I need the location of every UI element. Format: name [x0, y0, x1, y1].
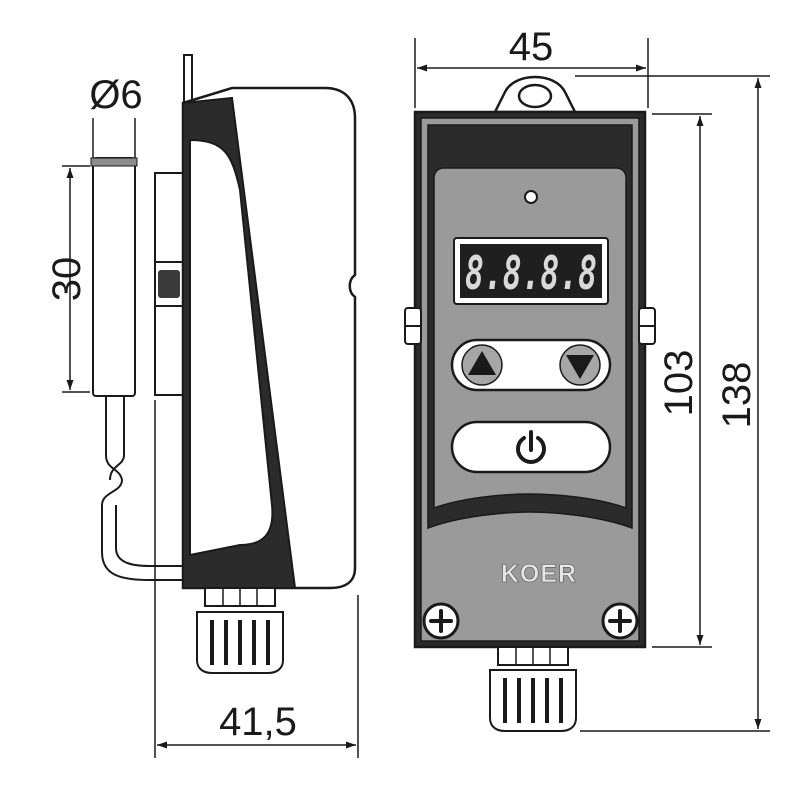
- side-clip-left: [404, 307, 422, 345]
- side-cable-gland: [196, 587, 284, 674]
- up-arrow-icon: [468, 351, 496, 375]
- front-height-inner-label: 103: [657, 350, 701, 417]
- side-depth-label: 41,5: [219, 700, 297, 744]
- probe-cable: [101, 396, 190, 581]
- status-led: [524, 190, 538, 204]
- probe-tip: [90, 157, 138, 167]
- down-button[interactable]: [559, 344, 601, 386]
- side-view: [154, 54, 357, 674]
- front-width-dimension: 45: [414, 25, 649, 108]
- probe-diameter-dimension: Ø6: [89, 73, 143, 158]
- front-height-total-label: 138: [715, 362, 759, 429]
- probe-body: [92, 157, 136, 397]
- screw-icon: [429, 609, 453, 633]
- antenna-pin: [183, 54, 193, 104]
- brand-label: KOER: [501, 560, 577, 588]
- side-depth-dimension: 41,5: [154, 400, 359, 758]
- front-height-total-dimension: 138: [575, 75, 770, 732]
- probe-length-dimension: 30: [45, 165, 90, 393]
- up-button[interactable]: [461, 344, 503, 386]
- temperature-probe: [90, 157, 190, 581]
- front-cable-gland: [489, 646, 577, 732]
- down-arrow-icon: [566, 355, 594, 379]
- front-height-inner-dimension: 103: [652, 113, 712, 648]
- probe-length-label: 30: [45, 257, 89, 302]
- screw-icon: [608, 609, 632, 633]
- display-digits: 8.8.8.8: [465, 246, 597, 300]
- side-clip-right: [638, 307, 656, 345]
- diameter-label: Ø6: [89, 73, 142, 117]
- front-width-label: 45: [509, 25, 554, 69]
- power-button[interactable]: [450, 420, 612, 474]
- power-icon: [516, 430, 546, 464]
- front-view: 8.8.8.8 KOER: [404, 75, 656, 732]
- screw-left: [422, 602, 460, 640]
- screw-right: [601, 602, 639, 640]
